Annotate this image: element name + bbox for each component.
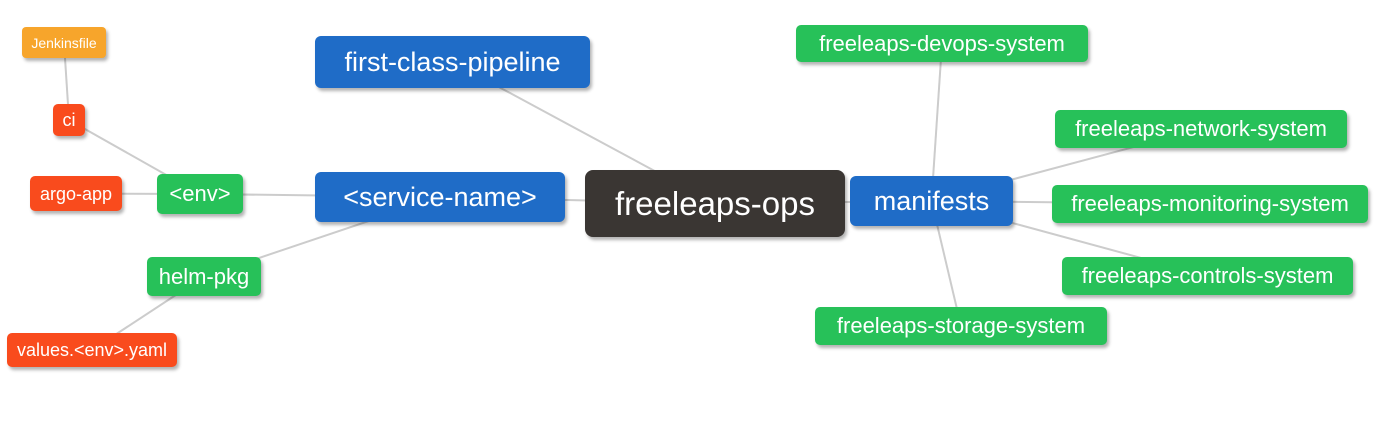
mindmap-node-storage-system[interactable]: freeleaps-storage-system	[815, 307, 1107, 345]
mindmap-node-argo-app[interactable]: argo-app	[30, 176, 122, 211]
mindmap-node-values-env-yaml[interactable]: values.<env>.yaml	[7, 333, 177, 367]
mindmap-node-service-name[interactable]: <service-name>	[315, 172, 565, 222]
mindmap-node-helm-pkg[interactable]: helm-pkg	[147, 257, 261, 296]
mindmap-node-freeleaps-ops[interactable]: freeleaps-ops	[585, 170, 845, 237]
mindmap-node-devops-system[interactable]: freeleaps-devops-system	[796, 25, 1088, 62]
mindmap-node-ci[interactable]: ci	[53, 104, 85, 136]
mindmap-node-first-class-pipeline[interactable]: first-class-pipeline	[315, 36, 590, 88]
mindmap-node-manifests[interactable]: manifests	[850, 176, 1013, 226]
edge-manifests--devops-system	[930, 43, 943, 202]
mindmap-node-network-system[interactable]: freeleaps-network-system	[1055, 110, 1347, 148]
mindmap-node-controls-system[interactable]: freeleaps-controls-system	[1062, 257, 1353, 295]
mindmap-node-jenkinsfile[interactable]: Jenkinsfile	[22, 27, 106, 58]
mindmap-node-monitoring-system[interactable]: freeleaps-monitoring-system	[1052, 185, 1368, 223]
mindmap-node-env[interactable]: <env>	[157, 174, 243, 214]
